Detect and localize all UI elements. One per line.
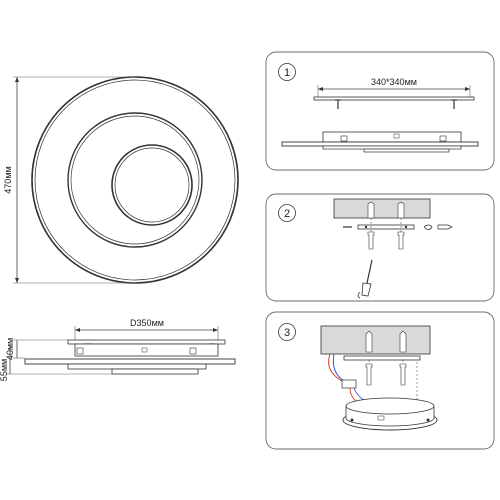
screw-icon — [367, 231, 405, 250]
diameter-label: 470мм — [3, 166, 13, 193]
screw-icon — [451, 99, 457, 109]
dowel-icon — [365, 330, 407, 353]
step-2-number: 2 — [284, 208, 290, 220]
step-3-number: 3 — [284, 327, 290, 339]
height-total-label: 55мм — [0, 359, 9, 381]
diameter-dimension: 470мм — [3, 76, 135, 284]
lamp-top-view — [31, 76, 239, 284]
step-1-panel: 1 340*340мм — [265, 51, 495, 171]
screw-icon — [365, 363, 407, 386]
dowel-icon — [367, 201, 405, 219]
screw-icon — [335, 99, 341, 109]
wires-icon — [328, 353, 369, 405]
step-3-panel: 3 — [265, 311, 495, 450]
lamp-side-view: D350мм 40мм 55мм — [0, 318, 236, 381]
width-label: D350мм — [130, 318, 164, 328]
screwdriver-icon — [357, 259, 373, 299]
step-1-number: 1 — [284, 67, 290, 79]
bracket-size-label: 340*340мм — [371, 77, 417, 87]
step-2-panel: 2 — [265, 193, 495, 302]
lamp-perspective — [342, 397, 438, 431]
